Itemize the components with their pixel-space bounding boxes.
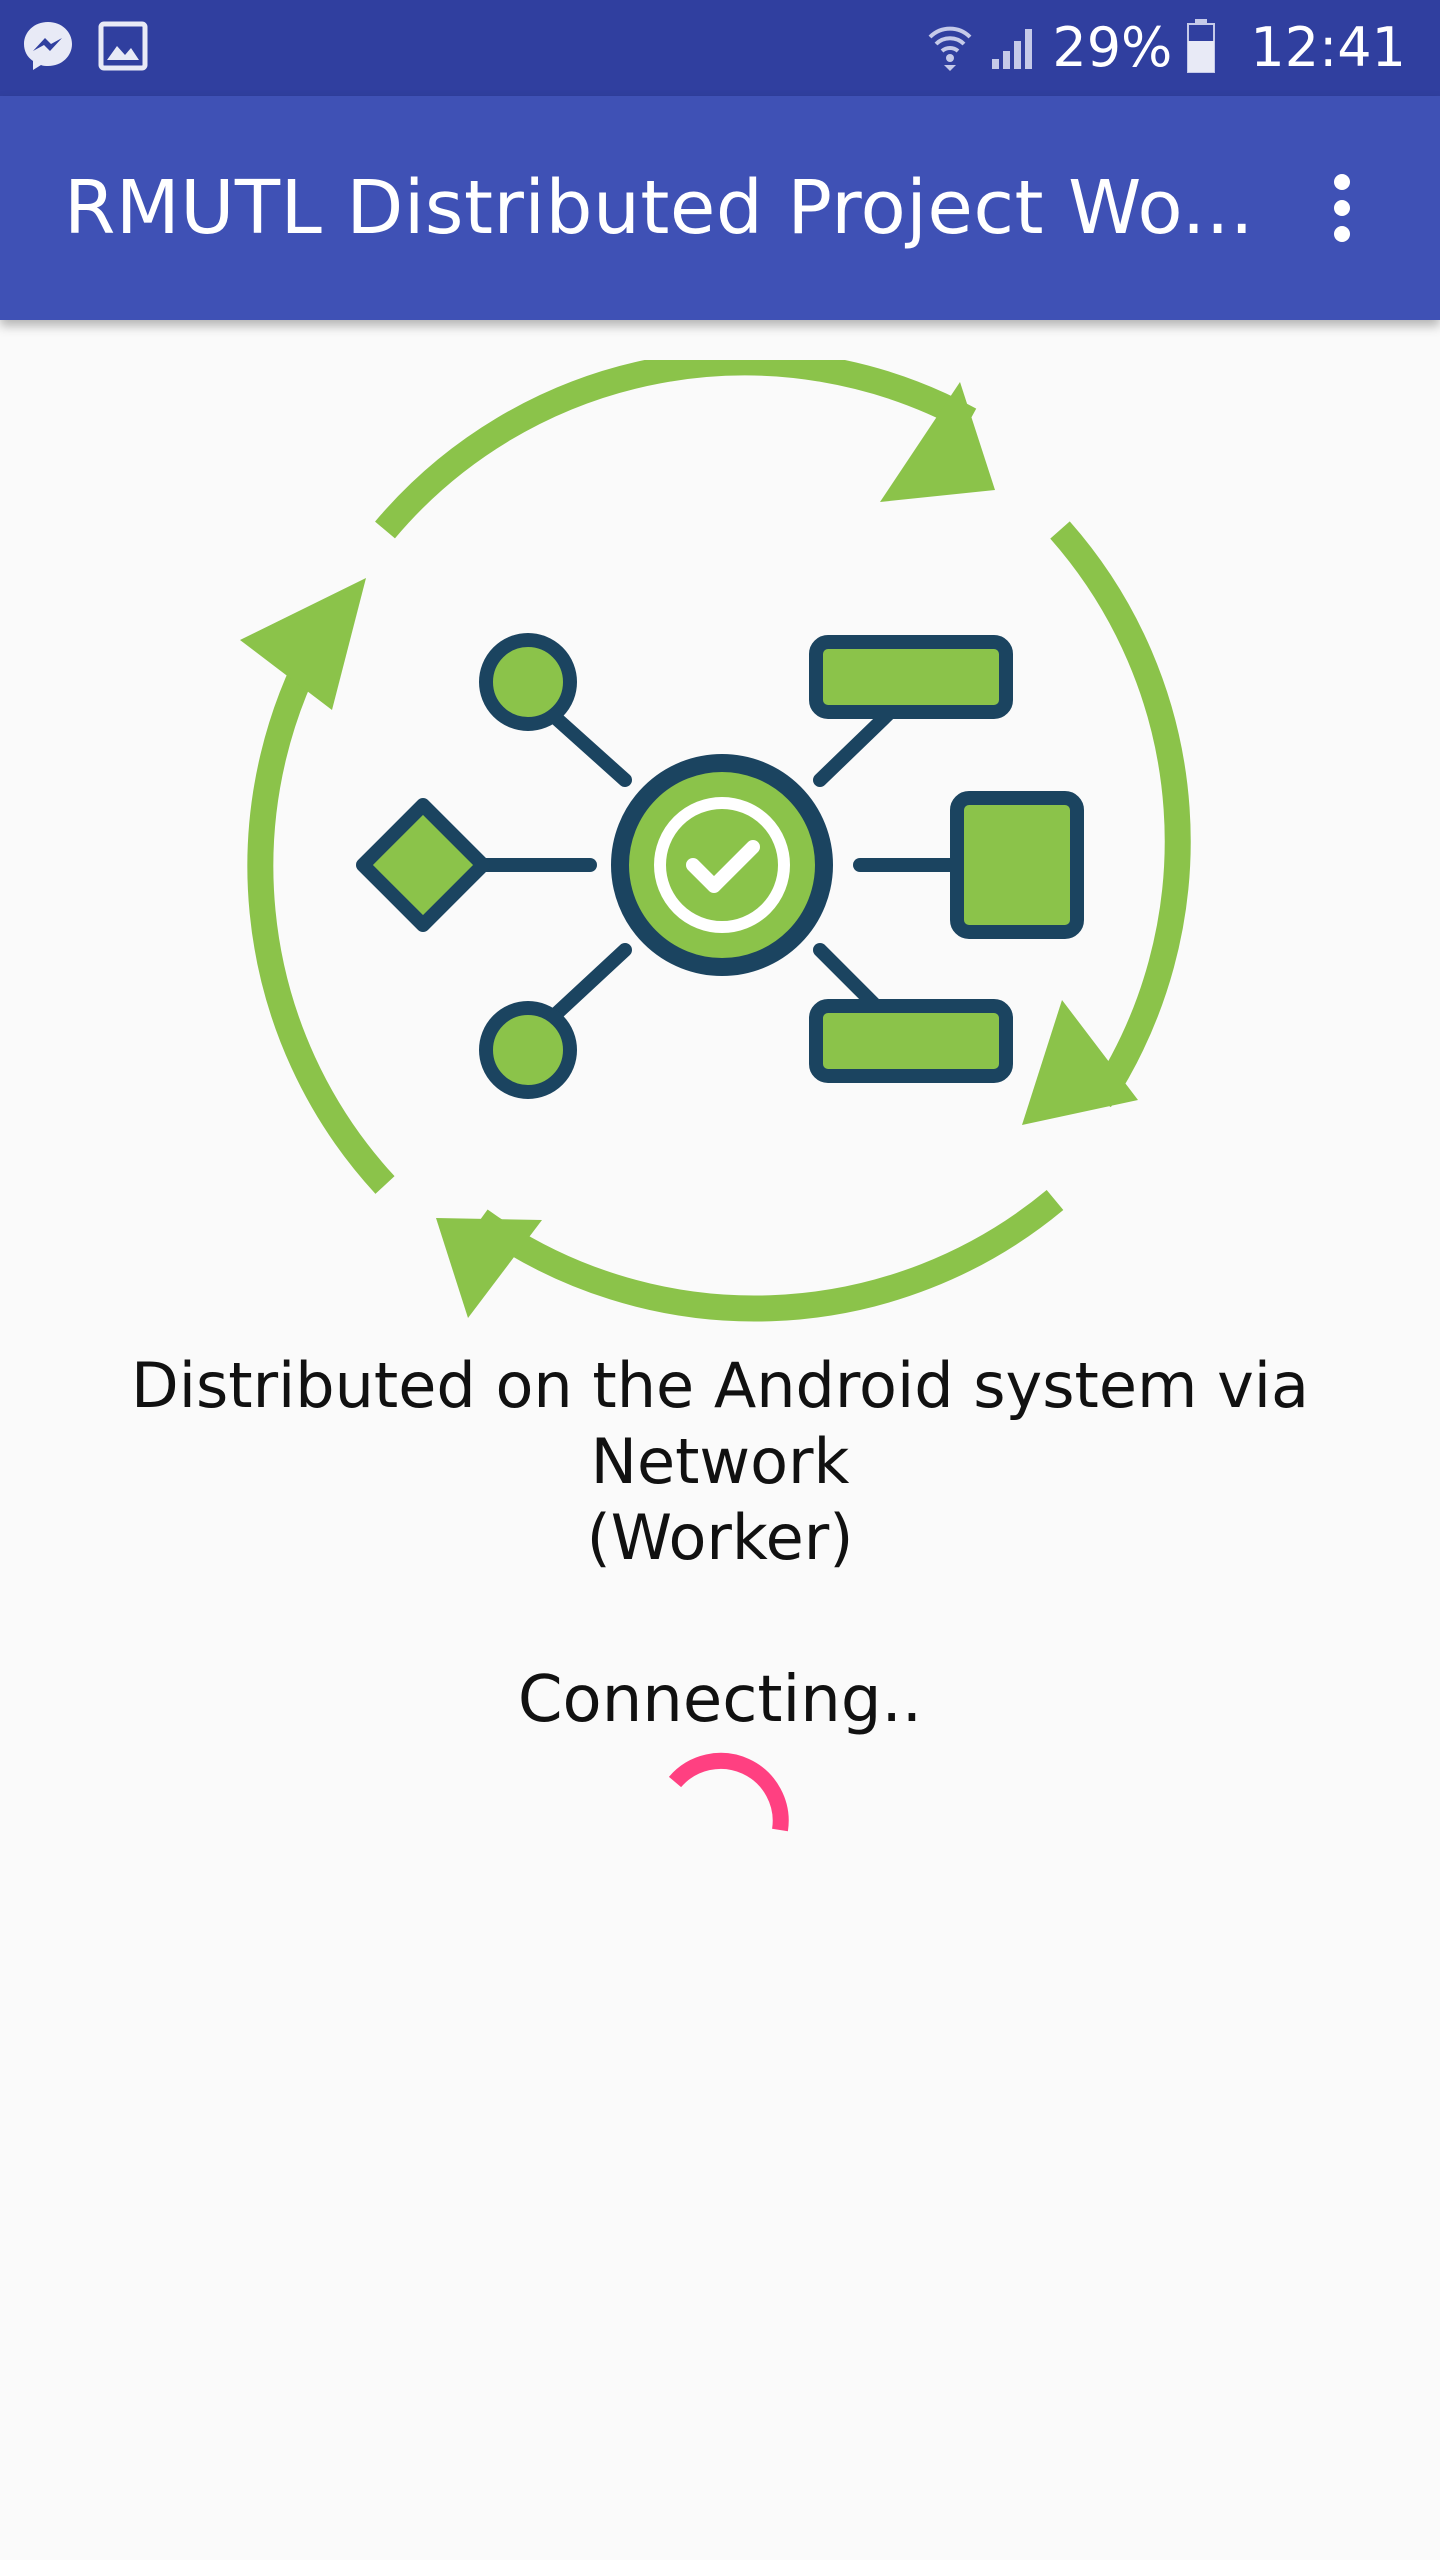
signal-icon — [988, 21, 1038, 75]
app-title: RMUTL Distributed Project Wo... — [64, 165, 1254, 251]
notification-icons — [20, 20, 148, 76]
image-icon — [98, 21, 148, 75]
clock: 12:41 — [1250, 16, 1406, 79]
messenger-icon — [20, 18, 76, 78]
wifi-icon — [926, 21, 974, 75]
status-bar: 29% 12:41 — [0, 0, 1440, 96]
connection-status: Connecting.. — [517, 1663, 923, 1737]
description-text: Distributed on the Android system via Ne… — [130, 1349, 1310, 1574]
more-vert-icon — [1334, 174, 1350, 242]
app-description: Distributed on the Android system via Ne… — [0, 1348, 1440, 1576]
battery-percentage: 29% — [1052, 16, 1173, 79]
loading-spinner — [640, 1740, 800, 1900]
app-bar: RMUTL Distributed Project Wo... — [0, 96, 1440, 320]
system-status: 29% 12:41 — [926, 16, 1406, 80]
distributed-network-icon — [220, 349, 1220, 1360]
battery-icon — [1186, 19, 1216, 77]
more-options-button[interactable] — [1286, 152, 1398, 264]
